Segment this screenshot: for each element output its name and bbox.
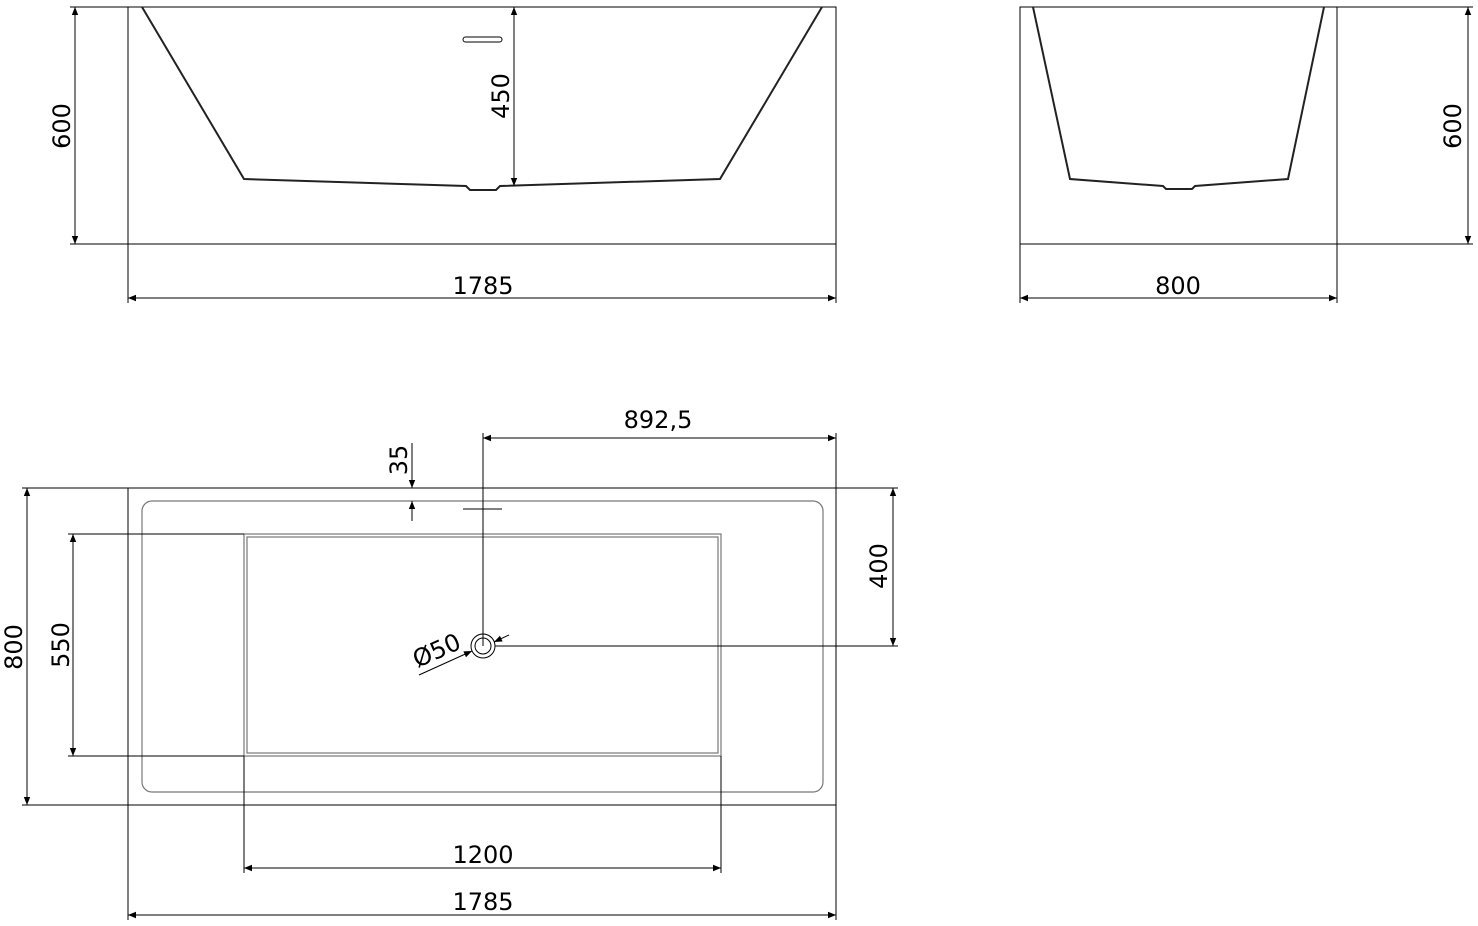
- front-height-label: 600: [48, 103, 76, 149]
- top-width-label: 800: [0, 624, 28, 670]
- front-basin-profile: [141, 6, 823, 191]
- front-length-label: 1785: [452, 272, 513, 300]
- drain-position-label: 892,5: [624, 406, 693, 434]
- side-view: 600 800: [1019, 6, 1473, 303]
- front-outline: [127, 6, 837, 245]
- side-outline: [1019, 6, 1338, 245]
- front-view: 600 450 1785: [48, 6, 837, 303]
- top-view: 892,5 35 400 800 550 1200 1785 Ø50: [0, 406, 898, 920]
- basin-width-label: 550: [47, 622, 75, 668]
- side-height-label: 600: [1439, 103, 1467, 149]
- side-width-label: 800: [1155, 272, 1201, 300]
- front-depth-label: 450: [487, 73, 515, 119]
- drain-diameter-leader: [493, 634, 510, 643]
- top-length-label: 1785: [452, 888, 513, 916]
- overflow-slot-icon: [462, 36, 503, 43]
- basin-length-label: 1200: [452, 841, 513, 869]
- side-basin-profile: [1032, 6, 1325, 190]
- overflow-offset-label: 35: [385, 445, 413, 476]
- drain-y-label: 400: [865, 543, 893, 589]
